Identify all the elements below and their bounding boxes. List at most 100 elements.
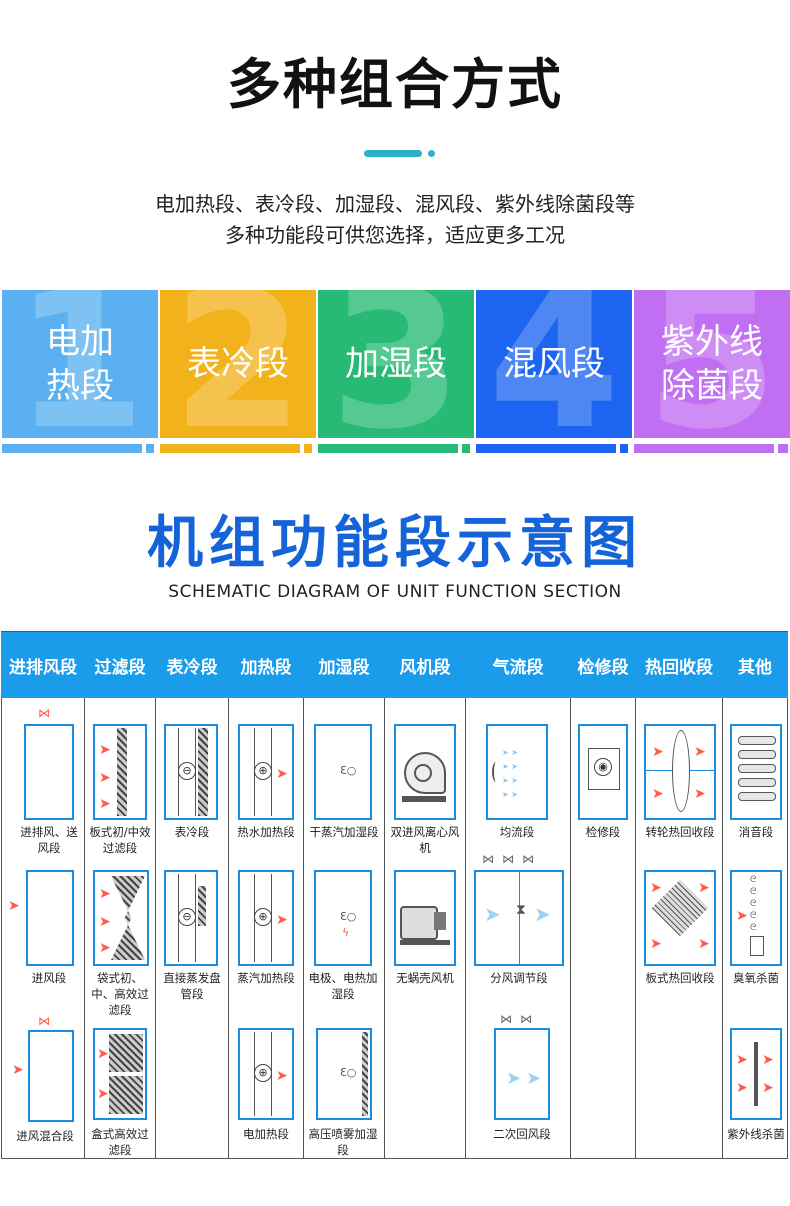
tile-strip: [160, 444, 300, 453]
tile-label: 电加: [46, 322, 114, 362]
tile-strip: [634, 444, 774, 453]
column-header: 风机段: [399, 657, 451, 678]
column-divider: [84, 698, 85, 1159]
unit-uv-sterilization-section: ➤ ➤ ➤ ➤: [730, 1028, 782, 1120]
column-header: 表冷段: [166, 657, 218, 678]
section-caption: 袋式初、中、高效过滤段: [91, 971, 149, 1017]
section-caption: 板式初/中效过滤段: [89, 825, 151, 855]
tile-strip: [304, 444, 312, 453]
table-header: [1, 632, 788, 698]
column-divider: [570, 698, 571, 1159]
unit-plenum-fan: [394, 870, 456, 966]
tile-label: 表冷段: [187, 344, 289, 384]
unit-flow-equalizing-section: ➤ ➤➤ ➤➤ ➤➤ ➤: [486, 724, 548, 820]
damper-icon: ⋈: [38, 706, 50, 720]
unit-intake-mixing-section: [28, 1030, 74, 1122]
tile-strip: [778, 444, 788, 453]
section-caption: 电极、电热加湿段: [308, 971, 378, 1001]
unit-hot-water-heating-section: ⊕ ➤: [238, 724, 294, 820]
unit-plate-filter-section: ➤ ➤ ➤: [93, 724, 147, 820]
unit-double-inlet-centrifugal-fan: [394, 724, 456, 820]
section-caption: 电加热段: [243, 1127, 289, 1141]
section-caption: 分风调节段: [490, 971, 548, 985]
unit-box-hepa-filter-section: ➤ ➤: [93, 1028, 147, 1120]
unit-silencer-section: [730, 724, 782, 820]
column-header: 其他: [738, 657, 772, 678]
airflow-arrow-icon: ➤: [12, 1062, 24, 1078]
column-divider: [465, 698, 466, 1159]
section-caption: 均流段: [499, 825, 535, 839]
damper-icon: ⋈: [38, 1014, 50, 1028]
section-caption: 高压喷雾加湿段: [308, 1127, 378, 1157]
column-header: 气流段: [492, 657, 544, 678]
title-underline-dot: [428, 150, 435, 157]
tile-label: 加湿段: [345, 344, 447, 384]
tile-uv-sterilization: 5 紫外线除菌段: [634, 290, 790, 438]
unit-rotary-heat-recovery-section: ➤ ➤ ➤ ➤: [644, 724, 716, 820]
section-caption: 热水加热段: [237, 825, 295, 839]
schematic-title: 机组功能段示意图: [147, 511, 643, 576]
unit-intake-section: [26, 870, 74, 966]
tile-numeral: 1: [13, 290, 147, 438]
section-caption: 干蒸汽加湿段: [309, 825, 379, 839]
column-divider: [155, 698, 156, 1159]
unit-inspection-section: ◉: [578, 724, 628, 820]
section-caption: 紫外线杀菌: [727, 1127, 785, 1141]
section-caption: 进风段: [31, 971, 67, 985]
section-caption: 直接蒸发盘管段: [163, 971, 221, 1001]
column-header: 加湿段: [318, 657, 370, 678]
function-section-table: [1, 631, 788, 1159]
subtitle-line-2: 多种功能段可供您选择，适应更多工况: [225, 223, 565, 247]
unit-secondary-return-air-section: ➤ ➤: [494, 1028, 550, 1120]
column-header: 过滤段: [94, 657, 146, 678]
column-divider: [722, 698, 723, 1159]
column-header: 检修段: [577, 657, 629, 678]
title-underline: [364, 150, 422, 157]
airflow-arrow-icon: ➤: [8, 898, 20, 914]
section-caption: 盒式高效过滤段: [91, 1127, 149, 1157]
section-caption: 双进风离心风机: [390, 825, 460, 855]
column-header: 热回收段: [645, 657, 713, 678]
tile-strip: [620, 444, 628, 453]
unit-bag-filter-section: ➤ ➤ ➤: [93, 870, 149, 966]
subtitle-line-1: 电加热段、表冷段、加湿段、混风段、紫外线除菌段等: [155, 192, 635, 216]
section-caption: 进风混合段: [16, 1129, 74, 1143]
column-header: 加热段: [240, 657, 292, 678]
section-caption: 蒸汽加热段: [237, 971, 295, 985]
section-caption: 无蜗壳风机: [396, 971, 454, 985]
column-divider: [384, 698, 385, 1159]
section-caption: 消音段: [738, 825, 774, 839]
unit-electric-heating-section: ⊕ ➤: [238, 1028, 294, 1120]
column-divider: [303, 698, 304, 1159]
damper-icon: ⋈⋈: [500, 1012, 540, 1026]
section-caption: 进排风、送风段: [20, 825, 78, 855]
tile-label: 紫外线: [661, 322, 763, 362]
section-caption: 臭氧杀菌: [733, 971, 779, 985]
unit-electrode-humidification-section: Ɛ○ ϟ: [314, 870, 372, 966]
unit-inlet-outlet-section: [24, 724, 74, 820]
tile-numeral: 4: [487, 290, 621, 438]
tile-electric-heating: 1 电加热段: [2, 290, 158, 438]
unit-plate-heat-recovery-section: ➤ ➤ ➤ ➤: [644, 870, 716, 966]
section-caption: 转轮热回收段: [645, 825, 715, 839]
column-header: 进排风段: [9, 657, 77, 678]
unit-direct-evaporation-coil-section: ⊖: [164, 870, 218, 966]
tile-humidification: 3 加湿段: [318, 290, 474, 438]
section-caption: 表冷段: [174, 825, 210, 839]
tile-strip: [318, 444, 458, 453]
damper-icon: ⋈⋈⋈: [482, 852, 542, 866]
tile-label: 除菌段: [661, 366, 763, 406]
section-caption: 板式热回收段: [645, 971, 715, 985]
tile-strip: [476, 444, 616, 453]
unit-steam-heating-section: ⊕ ➤: [238, 870, 294, 966]
unit-air-split-adjusting-section: ➤ ➤ ⧗: [474, 870, 564, 966]
tile-numeral: 3: [329, 290, 463, 438]
tile-label: 混风段: [503, 344, 605, 384]
schematic-subtitle: SCHEMATIC DIAGRAM OF UNIT FUNCTION SECTI…: [168, 582, 622, 602]
section-caption: 检修段: [585, 825, 621, 839]
tile-strip: [462, 444, 470, 453]
tile-mixing: 4 混风段: [476, 290, 632, 438]
tile-label: 热段: [46, 366, 114, 406]
tile-strip: [146, 444, 154, 453]
